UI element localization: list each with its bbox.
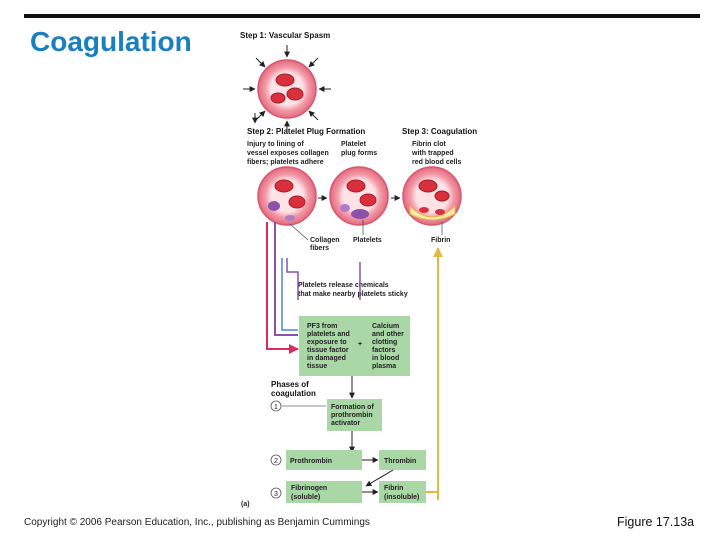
arrow-thrombin-conversion bbox=[365, 469, 394, 487]
top-rule bbox=[24, 14, 700, 18]
thrombin-text: Thrombin bbox=[384, 458, 416, 465]
copyright-text: Copyright © 2006 Pearson Education, Inc.… bbox=[24, 517, 370, 528]
step3-header: Step 3: Coagulation bbox=[402, 127, 477, 136]
pf3-text: PF3 from platelets and exposure to tissu… bbox=[307, 323, 352, 370]
vessel-injury bbox=[257, 166, 317, 226]
svg-text:1: 1 bbox=[274, 404, 278, 411]
phases-label: Phases of coagulation bbox=[271, 380, 316, 398]
svg-text:3: 3 bbox=[274, 491, 278, 498]
fibrin-box bbox=[379, 481, 426, 503]
vessel-step1 bbox=[257, 59, 317, 119]
release-line bbox=[286, 258, 299, 300]
collagen-pathway-arrow bbox=[266, 222, 299, 354]
panel-label: (a) bbox=[241, 501, 250, 508]
injury-label: Injury to lining of vessel exposes colla… bbox=[247, 141, 331, 166]
collagen-label: Collagen fibers bbox=[310, 237, 342, 252]
platelets-label: Platelets bbox=[353, 237, 382, 244]
thrombin-box bbox=[379, 450, 426, 470]
step2-header: Step 2: Platelet Plug Formation bbox=[247, 127, 365, 136]
platelet-pathway-line bbox=[274, 222, 298, 336]
slide-title: Coagulation bbox=[30, 26, 192, 57]
vessel-plug bbox=[329, 166, 389, 226]
activator-box bbox=[327, 399, 382, 431]
blue-pathway-line bbox=[281, 258, 298, 331]
prothrombin-box bbox=[286, 450, 362, 470]
step1-header: Step 1: Vascular Spasm bbox=[240, 31, 330, 40]
activator-text: Formation of prothrombin activator bbox=[331, 404, 376, 427]
phase1-marker: 1 bbox=[270, 400, 282, 412]
spasm-arrows bbox=[243, 45, 331, 133]
phase3-marker: 3 bbox=[270, 487, 282, 499]
fibrinogen-box bbox=[286, 481, 362, 503]
release-label: Platelets release chemicals that make ne… bbox=[298, 282, 408, 298]
svg-text:2: 2 bbox=[274, 458, 278, 465]
fibrin-box-text: Fibrin (insoluble) bbox=[384, 485, 419, 501]
plug-label: Platelet plug forms bbox=[341, 141, 377, 157]
prothrombin-text: Prothrombin bbox=[290, 458, 332, 465]
calcium-text: Calcium and other clotting factors in bl… bbox=[372, 323, 406, 370]
fibrinogen-text: Fibrinogen (soluble) bbox=[291, 485, 329, 501]
factors-box bbox=[299, 316, 410, 376]
vessel-clot bbox=[402, 166, 462, 226]
figure-label: Figure 17.13a bbox=[617, 515, 695, 529]
phase2-marker: 2 bbox=[270, 454, 282, 466]
fibrin-label: Fibrin bbox=[431, 237, 450, 244]
clot-label: Fibrin clot with trapped red blood cells bbox=[411, 141, 462, 166]
plus-sign: + bbox=[358, 341, 362, 348]
